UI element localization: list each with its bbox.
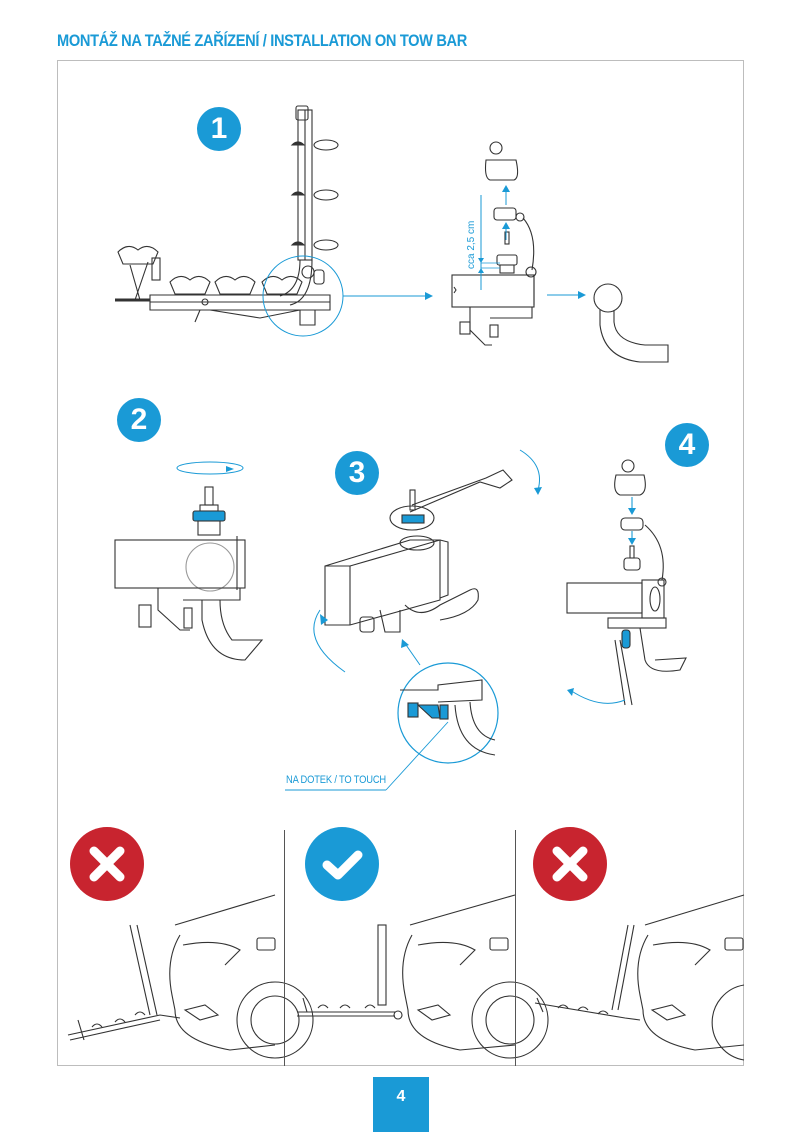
panel-divider bbox=[515, 830, 516, 1066]
detail-circle bbox=[397, 662, 499, 764]
correct-verdict bbox=[305, 827, 379, 901]
step3-drawing bbox=[324, 469, 513, 633]
arrow-right-icon bbox=[578, 291, 586, 299]
car-panel-2 bbox=[297, 894, 549, 1059]
arrow-right-icon bbox=[425, 292, 433, 300]
car-panel-3 bbox=[534, 894, 745, 1061]
step2-drawing bbox=[114, 461, 264, 661]
touch-label: NA DOTEK / TO TOUCH bbox=[286, 774, 386, 786]
coupling-detail-drawing bbox=[451, 141, 537, 346]
check-icon bbox=[322, 850, 363, 880]
step-badge-3: 3 bbox=[335, 451, 379, 495]
step-badge-2: 2 bbox=[117, 398, 161, 442]
bike-carrier-drawing bbox=[115, 105, 339, 326]
car-panel-1 bbox=[67, 894, 314, 1059]
step4-drawing bbox=[566, 459, 687, 706]
illustration-frame bbox=[57, 60, 744, 1066]
incorrect-verdict-1 bbox=[70, 827, 144, 901]
page-number: 4 bbox=[373, 1077, 429, 1132]
step-badge-1: 1 bbox=[197, 107, 241, 151]
distance-label: cca 2,5 cm bbox=[466, 220, 477, 269]
arrow-up-icon bbox=[502, 222, 510, 229]
panel-divider bbox=[284, 830, 285, 1066]
page-title: MONTÁŽ NA TAŽNÉ ZAŘÍZENÍ / INSTALLATION … bbox=[57, 31, 467, 50]
incorrect-verdict-2 bbox=[533, 827, 607, 901]
step-badge-4: 4 bbox=[665, 423, 709, 467]
tow-ball-drawing bbox=[593, 283, 669, 363]
arrow-up-icon bbox=[502, 185, 510, 192]
cross-icon bbox=[552, 846, 588, 882]
cross-icon bbox=[89, 846, 125, 882]
